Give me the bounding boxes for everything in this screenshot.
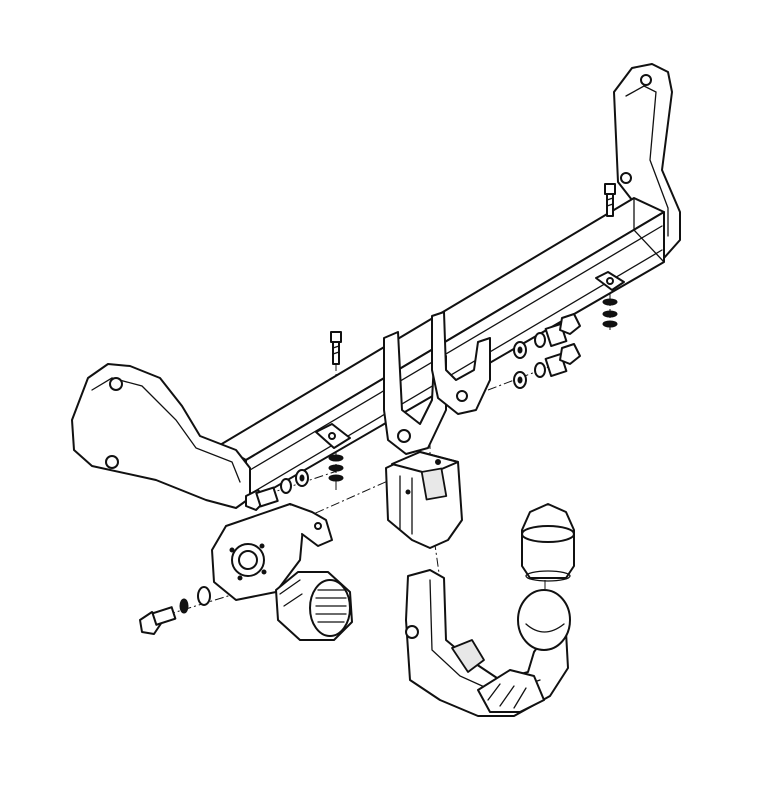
right-bolt-lower [513,343,581,389]
top-right-washers [602,298,618,328]
electrical-socket [275,571,353,641]
tow-ball-arm [405,569,571,717]
socket-bolt [139,586,211,635]
left-bracket [71,363,251,509]
right-bolt-upper [513,313,581,359]
top-left-washers [328,454,344,482]
center-mount-brackets [315,271,625,455]
ball-cap [521,503,575,582]
receiver-block [385,451,463,549]
top-right-bolt [604,183,616,217]
top-left-bolt [330,331,342,365]
left-bolt [245,469,309,511]
